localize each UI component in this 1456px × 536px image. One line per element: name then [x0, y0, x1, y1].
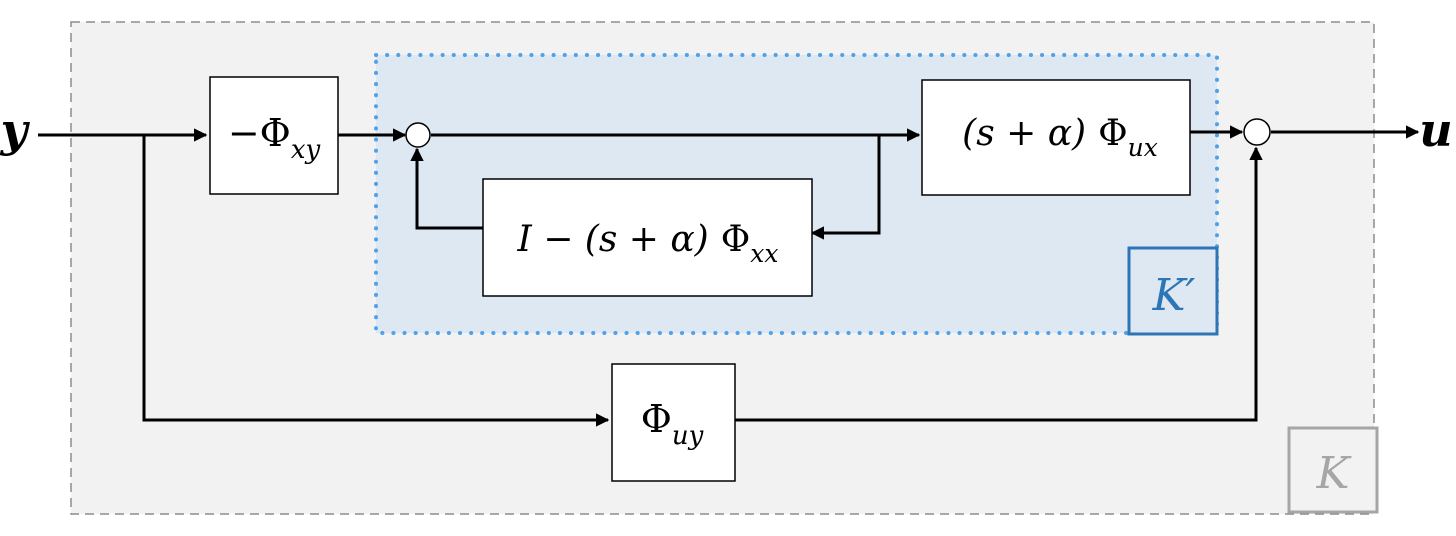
phi-ux-subscript: ux	[1128, 133, 1158, 162]
phi-uy-symbol: Φ	[641, 397, 672, 441]
block-phi-uy: Φuy	[611, 363, 736, 482]
feedback-prefix: I − (s + α)	[517, 219, 709, 260]
wire-lower-branch	[142, 135, 610, 427]
feedback-subscript: xx	[750, 239, 778, 268]
summing-junction-inner	[405, 122, 431, 148]
region-k-prime-label: K′	[1152, 270, 1196, 321]
block-phi-ux: (s + α) Φux	[921, 79, 1191, 196]
block-feedback: I − (s + α) Φxx	[482, 178, 813, 297]
wire-feedback-return	[410, 147, 483, 230]
region-k-prime-label-box: K′	[1127, 246, 1219, 336]
phi-xy-sign: −	[228, 111, 260, 155]
signal-wires	[38, 125, 1420, 427]
phi-ux-symbol: Φ	[1098, 113, 1128, 154]
wire-phi-uy-to-sum	[735, 146, 1263, 422]
phi-uy-subscript: uy	[672, 421, 704, 451]
svg-text:−Φxy: −Φxy	[228, 111, 321, 165]
summing-junction-output	[1243, 118, 1271, 146]
output-signal-label: u	[1419, 103, 1452, 157]
svg-text:I − (s + α)Φxx: I − (s + α) Φxx	[517, 219, 779, 268]
phi-ux-prefix: (s + α)	[962, 113, 1086, 154]
svg-text:Φuy: Φuy	[641, 397, 704, 451]
phi-xy-subscript: xy	[291, 135, 321, 165]
phi-xy-symbol: Φ	[260, 111, 291, 155]
svg-text:(s + α)Φux: (s + α) Φux	[962, 113, 1158, 162]
input-signal-label: y	[0, 103, 31, 157]
feedback-symbol: Φ	[721, 219, 751, 260]
wire-feedback-branch	[810, 135, 881, 240]
block-phi-xy: −Φxy	[209, 76, 339, 195]
region-k-label-box: K	[1287, 426, 1379, 514]
region-k-label: K	[1316, 448, 1352, 499]
